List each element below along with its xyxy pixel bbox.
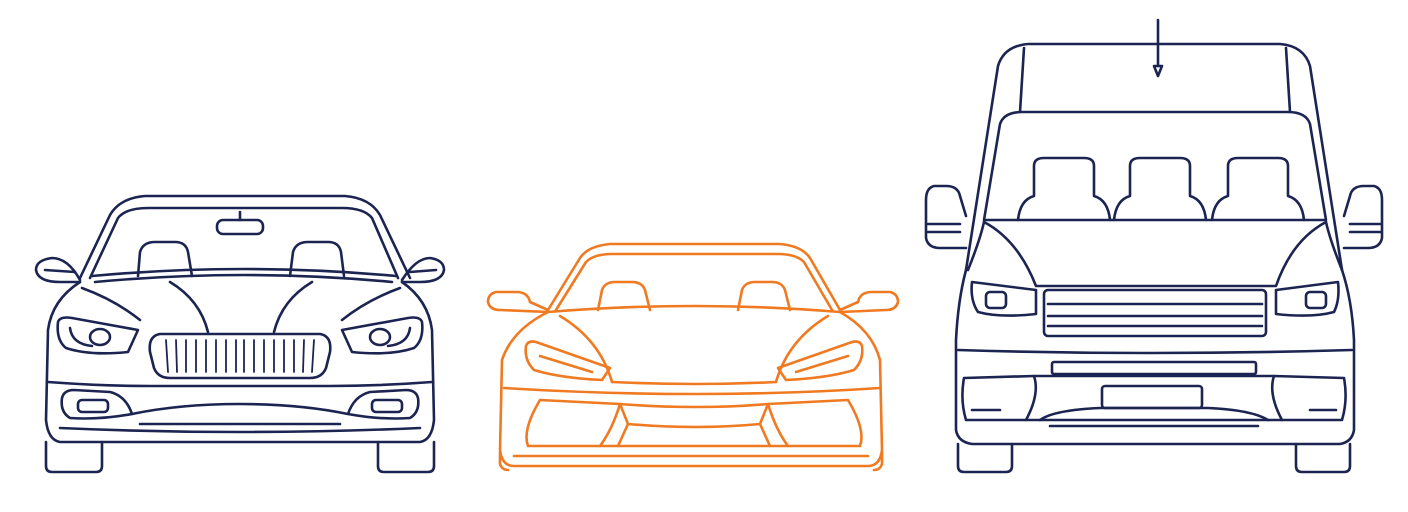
sedan-wheel-right bbox=[376, 440, 436, 474]
sedan-mirror-right bbox=[400, 256, 446, 284]
van-windshield bbox=[982, 110, 1328, 222]
sedan-body-outline bbox=[44, 280, 436, 444]
van-wheel-left bbox=[956, 442, 1014, 474]
sports-car-center-intake bbox=[618, 402, 770, 429]
van-headlight-right bbox=[1274, 280, 1340, 317]
sports-car-windshield bbox=[554, 252, 834, 312]
sports-car-mirror-left bbox=[486, 290, 550, 314]
sedan-rearview-mirror bbox=[215, 218, 265, 236]
sports-car-headlight-right bbox=[776, 340, 864, 382]
van-foglight-right bbox=[1270, 374, 1347, 422]
sedan-mirror-left bbox=[34, 256, 82, 284]
sports-car-headlight-left bbox=[524, 340, 612, 382]
sports-car-roof-outline bbox=[546, 242, 842, 312]
sports-car-seat-left bbox=[596, 280, 652, 312]
van-hood bbox=[982, 220, 1328, 288]
van-mirror-left bbox=[924, 184, 968, 250]
sports-car-intake-left bbox=[525, 398, 622, 448]
sedan-grille bbox=[148, 332, 332, 380]
sedan-windshield-base bbox=[90, 267, 398, 278]
van-license-plate bbox=[1100, 384, 1204, 410]
van-front-view bbox=[924, 18, 1384, 474]
sedan-seat-left bbox=[136, 240, 194, 278]
sedan-foglight-left bbox=[60, 388, 134, 420]
van-cab-outline bbox=[964, 42, 1344, 272]
sports-car-wheel-right bbox=[872, 450, 884, 472]
sports-car-front-view bbox=[486, 242, 900, 472]
sports-car-wheel-left bbox=[498, 450, 510, 472]
sedan-foglight-right bbox=[346, 388, 420, 420]
van-body-outline bbox=[954, 268, 1356, 446]
sports-car-body-outline bbox=[498, 310, 884, 468]
sedan-windshield bbox=[88, 206, 400, 280]
sedan-front-view bbox=[34, 194, 446, 474]
van-seat-center bbox=[1112, 156, 1208, 222]
sedan-seat-right bbox=[288, 240, 346, 278]
van-seat-right bbox=[1210, 156, 1306, 222]
sports-car-intake-right bbox=[766, 398, 863, 448]
van-mirror-right bbox=[1342, 184, 1384, 250]
van-grille bbox=[1042, 288, 1268, 338]
sedan-grille-bars bbox=[165, 339, 315, 373]
sedan-headlight-right bbox=[340, 316, 424, 355]
van-wheel-right bbox=[1294, 442, 1352, 474]
sedan-wheel-left bbox=[44, 440, 104, 474]
sedan-headlight-left bbox=[56, 316, 140, 355]
van-headlight-left bbox=[970, 280, 1038, 317]
sedan-roof-outline bbox=[78, 194, 412, 280]
sports-car-mirror-right bbox=[838, 290, 900, 314]
sports-car-seat-right bbox=[736, 280, 792, 312]
van-seat-left bbox=[1016, 156, 1112, 222]
van-foglight-left bbox=[961, 374, 1038, 422]
